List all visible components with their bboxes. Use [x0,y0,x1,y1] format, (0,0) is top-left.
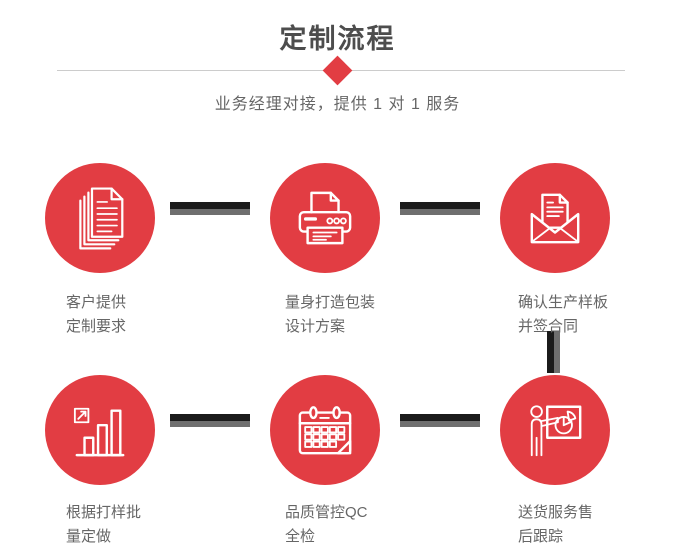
documents-icon [79,187,124,250]
connector-step2-step3 [400,202,480,215]
step-label-6-line1: 送货服务售 [518,504,594,521]
step-circle-1 [45,163,155,273]
connector-step4-step5 [170,414,250,427]
connector-step1-step2 [170,202,250,215]
step-label-1-line2: 定制要求 [66,318,127,335]
step-label-1: 客户提供 定制要求 [66,291,216,339]
step-label-5-line2: 全检 [285,528,316,545]
step-circle-6 [500,375,610,485]
step-label-2-line1: 量身打造包装 [285,294,376,311]
bar-chart-icon [73,407,125,457]
step-label-6-line2: 后跟踪 [518,528,564,545]
step-label-3-line2: 并签合同 [518,318,579,335]
step-circle-2 [270,163,380,273]
envelope-icon [530,193,580,244]
step-label-2: 量身打造包装 设计方案 [285,291,435,339]
connector-step5-step6 [400,414,480,427]
step-label-4-line2: 量定做 [66,528,112,545]
step-label-6: 送货服务售 后跟踪 [518,501,668,549]
step-label-3: 确认生产样板 并签合同 [518,291,668,339]
step-label-3-line1: 确认生产样板 [518,294,609,311]
step-label-2-line2: 设计方案 [285,318,346,335]
step-circle-4 [45,375,155,485]
step-label-1-line1: 客户提供 [66,294,127,311]
presentation-icon [530,405,582,457]
diamond-icon [322,55,353,86]
step-label-5-line1: 品质管控QC [285,504,368,521]
calendar-icon [298,406,352,455]
printer-icon [298,191,352,245]
connector-step3-step6 [547,331,560,373]
page-title: 定制流程 [279,24,396,54]
step-label-5: 品质管控QC 全检 [285,501,435,549]
step-label-4: 根据打样批 量定做 [66,501,216,549]
step-circle-5 [270,375,380,485]
step-circle-3 [500,163,610,273]
step-label-4-line1: 根据打样批 [66,504,142,521]
page-subtitle: 业务经理对接，提供 1 对 1 服务 [214,96,461,113]
